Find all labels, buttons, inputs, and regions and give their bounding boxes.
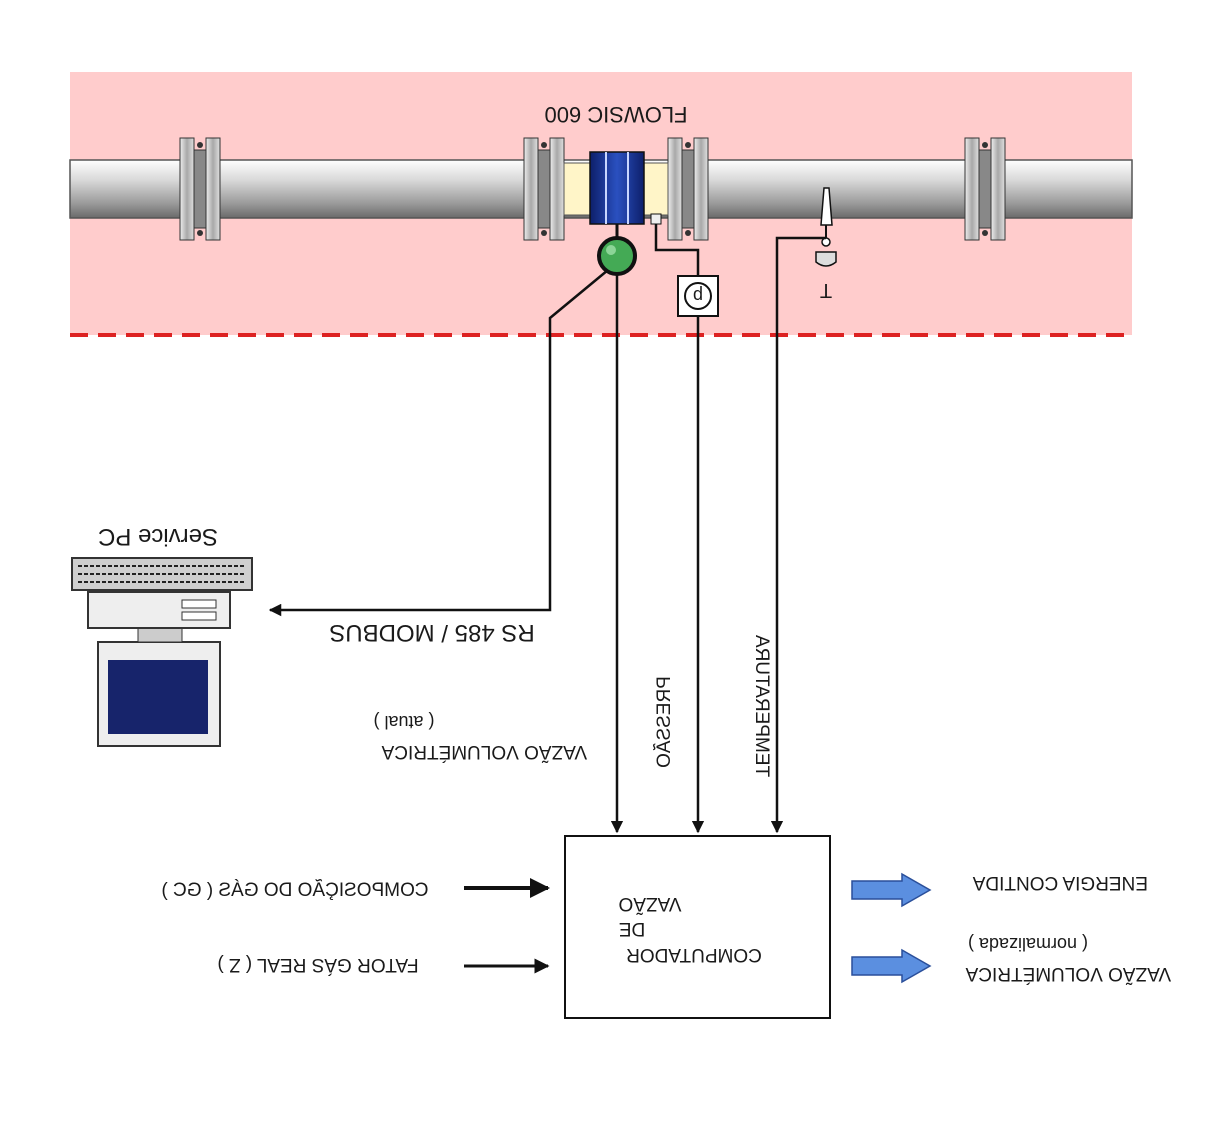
flange-left xyxy=(179,137,221,241)
service-pc[interactable] xyxy=(71,557,253,747)
rs485-label: RS 485 / MODBUS xyxy=(329,619,534,646)
ultrasonic-meter-body xyxy=(589,151,645,225)
energy-output-label: ENERGIA CONTIDA xyxy=(972,872,1148,893)
service-pc-label: Service PC xyxy=(98,523,218,550)
temperature-probe xyxy=(820,187,833,226)
computer-label-line2: DE xyxy=(619,918,645,939)
flow-normalized-sublabel: ( normalizada ) xyxy=(968,934,1088,954)
computer-label-line1: COMPUTADOR xyxy=(626,944,762,965)
flow-actual-label: VAZÃO VOLUMÉTRICA xyxy=(381,741,587,763)
meter-electronics-head xyxy=(597,236,637,276)
flow-actual-sublabel: ( atual ) xyxy=(373,712,434,732)
meter-label: FLOWSIC 600 xyxy=(544,102,687,127)
energy-output-arrow xyxy=(851,872,932,908)
temperature-tag-label: T xyxy=(820,279,832,301)
pressure-label: PRESSÃO xyxy=(653,676,675,768)
temperature-label: TEMPERATURA xyxy=(751,635,772,777)
temperature-signal-line xyxy=(770,236,826,834)
flow-normalized-output-arrow xyxy=(851,948,932,984)
real-gas-factor-label: FATOR GÁS REAL ( Z ) xyxy=(217,954,418,975)
rs485-signal-line xyxy=(268,269,609,617)
flange-right xyxy=(964,137,1006,241)
gas-composition-label: COMPOSIÇÃO DO GÁS ( GC ) xyxy=(161,879,428,901)
pressure-tag-label: p xyxy=(693,286,703,306)
flange-meter-downstream xyxy=(667,137,709,241)
flow-computer[interactable] xyxy=(564,835,831,1019)
flange-meter-upstream xyxy=(523,137,565,241)
computer-label-line3: VAZÃO xyxy=(619,893,682,915)
temperature-transmitter[interactable] xyxy=(815,251,837,267)
pc-screen xyxy=(108,660,208,734)
flow-normalized-label: VAZÃO VOLUMÉTRICA xyxy=(965,963,1171,985)
pc-case xyxy=(87,591,231,629)
